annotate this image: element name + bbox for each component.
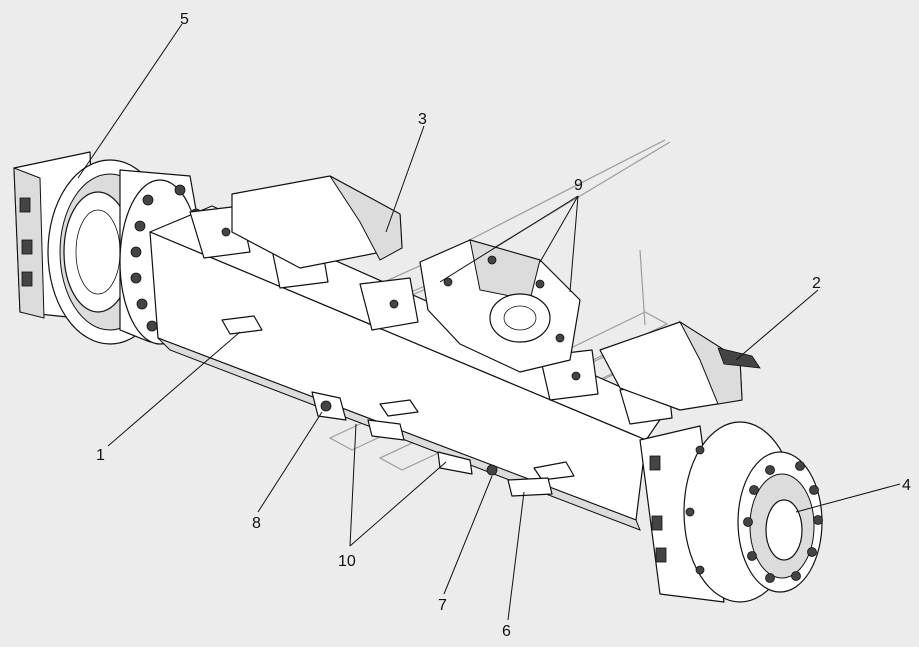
beam-pad-1 <box>221 315 263 335</box>
callout-10: 10 <box>338 553 356 570</box>
left-wheel-hub <box>47 159 213 345</box>
leader-9a <box>539 195 579 263</box>
leader-7 <box>443 475 493 595</box>
callout-6: 6 <box>502 623 511 640</box>
callout-5: 5 <box>180 11 189 28</box>
leader-5 <box>77 23 183 179</box>
callout-8: 8 <box>252 515 261 532</box>
leader-9c <box>569 195 579 293</box>
beam-pad-3 <box>533 461 575 481</box>
leader-4 <box>795 483 901 513</box>
fitting-6 <box>507 477 553 497</box>
leader-9b <box>439 195 579 283</box>
leader-8 <box>257 411 323 513</box>
fitting-10a <box>367 419 405 441</box>
upper-bracket-3 <box>231 175 403 269</box>
callout-7: 7 <box>438 597 447 614</box>
callout-9: 9 <box>574 177 583 194</box>
callout-1: 1 <box>96 447 105 464</box>
fitting-7 <box>486 464 498 476</box>
leader-lines <box>77 23 901 621</box>
right-upper-bracket <box>599 320 761 411</box>
leader-10b <box>349 461 447 547</box>
callout-2: 2 <box>812 275 821 292</box>
leader-6 <box>507 491 525 621</box>
right-wheel-hub <box>683 421 823 603</box>
callout-labels: 1 2 3 4 5 6 7 8 9 10 <box>96 11 911 640</box>
right-hub-bolts <box>685 445 823 583</box>
beam-pad-2 <box>379 399 419 417</box>
fitting-10b <box>437 451 473 475</box>
leader-3 <box>385 125 425 233</box>
differential-housing <box>419 239 581 373</box>
leader-1 <box>107 331 241 447</box>
callout-4: 4 <box>902 477 911 494</box>
callout-3: 3 <box>418 111 427 128</box>
lower-fittings <box>311 391 553 497</box>
leader-10a <box>349 423 357 547</box>
leader-2 <box>735 289 819 361</box>
